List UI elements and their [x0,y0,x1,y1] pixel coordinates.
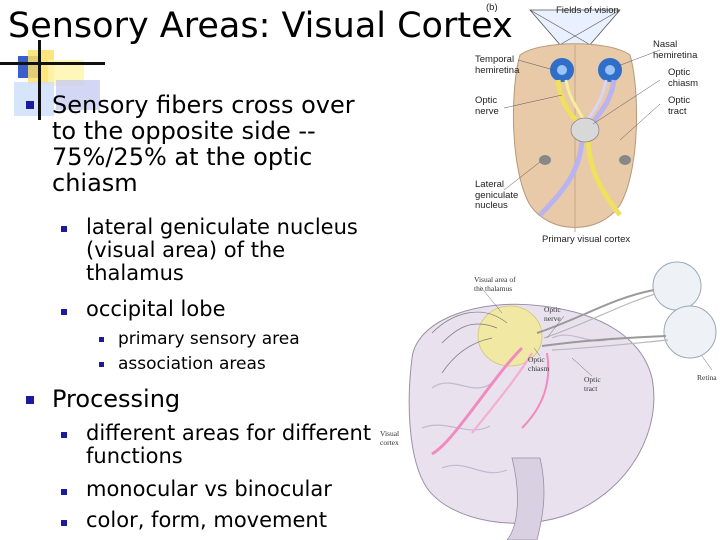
label-visual-area-thalamus: Visual area of the thalamus [474,275,516,293]
label-optic-tract: Optic tract [584,375,601,393]
visual-pathway-diagram: (b) Fields of vision Temporal hemiretina… [470,0,720,250]
deco-line-vertical [38,40,41,120]
deco-square-lightblue [14,82,54,116]
bullet-marker [61,432,67,438]
brain-pathway-diagram: Visual area of the thalamus Optic nerve … [372,258,720,540]
label-optic-chiasm: Optic chiasm [528,355,550,373]
label-optic-chiasm: Optic chiasm [668,67,699,89]
visual-pathway-illustration [503,9,661,232]
label-optic-tract: Optic tract [668,95,691,117]
bullet-processing: Processing [52,385,181,413]
bullet-association-areas: association areas [118,354,266,374]
bullet-marker [61,226,67,232]
label-lateral-geniculate: Lateral geniculate nucleus [475,179,519,211]
label-fields-of-vision: Fields of vision [556,5,619,16]
label-retina: Retina [697,373,717,382]
bullet-color-form: color, form, movement [86,508,327,532]
label-primary-visual-cortex: Primary visual cortex [542,234,631,245]
bullet-different-areas: different areas for different functions [86,421,372,468]
brain-pathway-illustration [408,261,717,540]
bullet-monocular: monocular vs binocular [86,477,332,501]
bullet-marker [61,489,67,495]
bullet-primary-sensory: primary sensory area [118,329,300,349]
bullet-lgn: lateral geniculate nucleus (visual area)… [86,215,358,285]
bullet-marker [99,337,104,342]
bullet-marker [61,309,67,315]
deco-line-horizontal [0,62,105,65]
label-visual-cortex: Visual cortex [380,429,400,447]
bullet-sensory-fibers: Sensory fibers cross over to the opposit… [52,91,355,197]
bullet-marker [61,520,67,526]
slide-title: Sensory Areas: Visual Cortex [8,6,513,46]
bullet-occipital-lobe: occipital lobe [86,297,226,321]
bullet-marker [26,101,34,109]
label-nasal-hemiretina: Nasal hemiretina [653,39,698,61]
label-optic-nerve: Optic nerve [475,95,499,117]
deco-square-lavender [56,80,100,110]
panel-label: (b) [486,2,498,13]
bullet-marker [26,396,34,404]
bullet-marker [99,362,104,367]
label-optic-nerve: Optic nerve [544,305,561,323]
label-temporal-hemiretina: Temporal hemiretina [475,54,520,76]
